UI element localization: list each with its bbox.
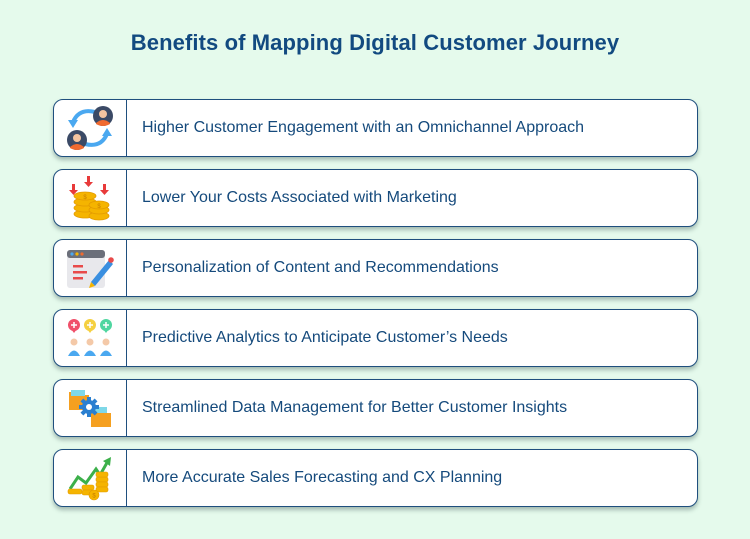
page-title: Benefits of Mapping Digital Customer Jou…	[130, 30, 620, 55]
customer-insights-icon	[68, 319, 112, 356]
benefit-label: Higher Customer Engagement with an Omnic…	[142, 119, 585, 136]
benefit-label: Personalization of Content and Recommend…	[142, 259, 499, 276]
customer-exchange-icon	[67, 106, 113, 150]
benefit-card: $ More Accurate Sales Forecasting and CX…	[53, 449, 698, 507]
benefit-card: Personalization of Content and Recommend…	[53, 239, 698, 297]
icon-cell	[54, 310, 127, 366]
edit-content-icon	[67, 250, 114, 288]
benefit-card: Predictive Analytics to Anticipate Custo…	[53, 309, 698, 367]
benefit-label: Predictive Analytics to Anticipate Custo…	[142, 329, 508, 346]
icon-cell: $ $	[54, 170, 127, 226]
svg-text:$: $	[83, 195, 87, 201]
benefit-label: Streamlined Data Management for Better C…	[142, 399, 568, 416]
icon-cell: $	[54, 450, 127, 506]
svg-text:$: $	[97, 204, 101, 210]
icon-cell	[54, 240, 127, 296]
icon-cell	[54, 100, 127, 156]
benefit-label: More Accurate Sales Forecasting and CX P…	[142, 469, 503, 486]
sales-growth-icon: $	[67, 457, 111, 501]
icon-cell	[54, 380, 127, 436]
benefit-card: Streamlined Data Management for Better C…	[53, 379, 698, 437]
benefits-list: Higher Customer Engagement with an Omnic…	[53, 99, 698, 519]
data-management-icon	[69, 390, 111, 427]
benefit-card: Higher Customer Engagement with an Omnic…	[53, 99, 698, 157]
coins-down-icon: $ $	[69, 176, 110, 221]
benefit-label: Lower Your Costs Associated with Marketi…	[142, 189, 457, 206]
benefit-card: $ $ Lower Your Costs Associated with Mar…	[53, 169, 698, 227]
svg-text:$: $	[92, 494, 96, 500]
